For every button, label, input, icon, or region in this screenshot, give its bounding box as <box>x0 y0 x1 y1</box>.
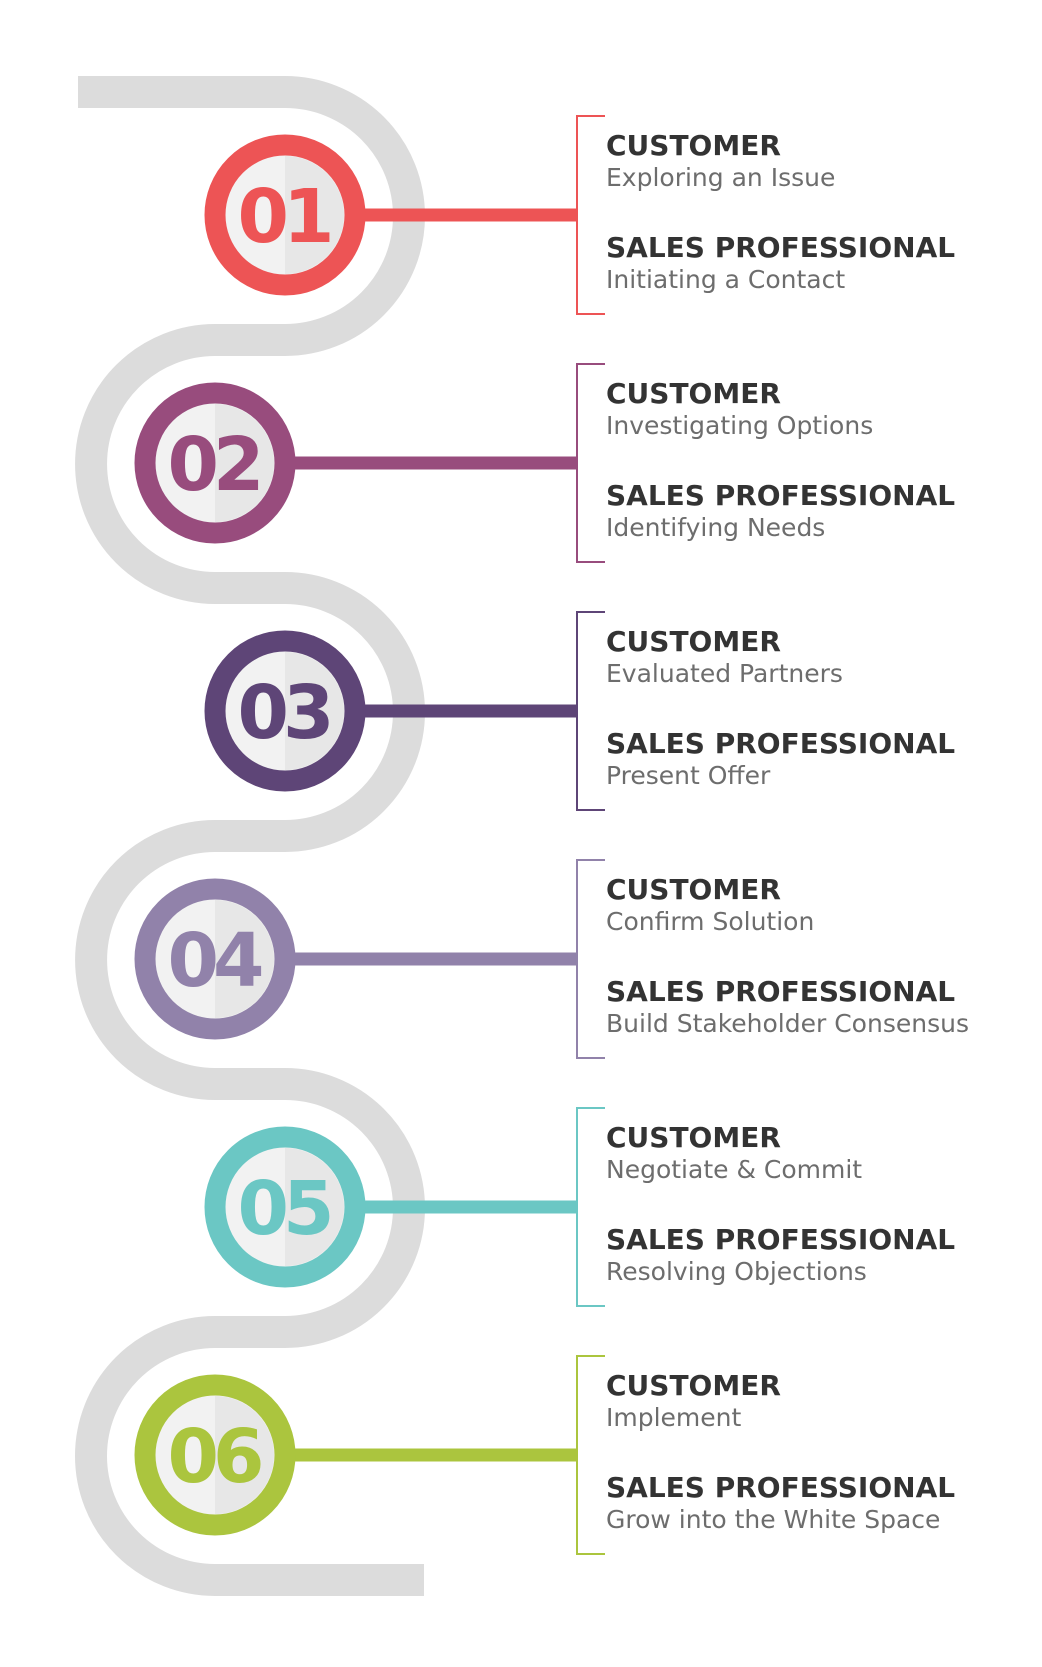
text-bracket <box>576 611 605 811</box>
customer-label: CUSTOMER <box>606 129 781 162</box>
sales-label: SALES PROFESSIONAL <box>606 231 956 264</box>
sales-label: SALES PROFESSIONAL <box>606 479 956 512</box>
customer-label: CUSTOMER <box>606 1121 781 1154</box>
step-5-marker: 05 <box>204 1107 605 1307</box>
sales-label: SALES PROFESSIONAL <box>606 1471 956 1504</box>
sales-label: SALES PROFESSIONAL <box>606 975 956 1008</box>
step-6-marker: 06 <box>134 1355 605 1555</box>
customer-description: Investigating Options <box>606 411 874 440</box>
sales-description: Present Offer <box>606 761 771 790</box>
sales-description: Grow into the White Space <box>606 1505 941 1534</box>
step-1-marker: 01 <box>204 115 605 315</box>
customer-description: Exploring an Issue <box>606 163 836 192</box>
step-number: 05 <box>238 1166 330 1252</box>
step-number: 01 <box>238 174 330 260</box>
sales-label: SALES PROFESSIONAL <box>606 727 956 760</box>
circle-shade <box>285 652 344 770</box>
step-3-marker: 03 <box>204 611 605 811</box>
customer-description: Evaluated Partners <box>606 659 843 688</box>
customer-description: Implement <box>606 1403 742 1432</box>
step-number: 03 <box>238 670 329 756</box>
sales-description: Initiating a Contact <box>606 265 846 294</box>
step-number: 06 <box>168 1414 261 1500</box>
sales-description: Build Stakeholder Consensus <box>606 1009 969 1038</box>
sales-description: Resolving Objections <box>606 1257 867 1286</box>
customer-label: CUSTOMER <box>606 873 781 906</box>
text-bracket <box>576 363 605 563</box>
step-4-marker: 04 <box>134 859 605 1059</box>
customer-description: Confirm Solution <box>606 907 815 936</box>
customer-label: CUSTOMER <box>606 377 781 410</box>
circle-shade <box>215 1396 274 1514</box>
sales-description: Identifying Needs <box>606 513 826 542</box>
text-bracket <box>576 859 605 1059</box>
circle-shade <box>215 404 274 522</box>
step-number: 04 <box>168 918 262 1004</box>
text-bracket <box>576 1107 605 1307</box>
text-bracket <box>576 1355 605 1555</box>
customer-description: Negotiate & Commit <box>606 1155 863 1184</box>
text-bracket <box>576 115 605 315</box>
circle-shade <box>285 156 344 274</box>
sales-label: SALES PROFESSIONAL <box>606 1223 956 1256</box>
winding-path <box>75 76 425 1596</box>
customer-label: CUSTOMER <box>606 1369 781 1402</box>
step-2-marker: 02 <box>134 363 605 563</box>
step-number: 02 <box>168 422 259 508</box>
circle-shade <box>215 900 274 1018</box>
circle-shade <box>285 1148 344 1266</box>
customer-label: CUSTOMER <box>606 625 781 658</box>
